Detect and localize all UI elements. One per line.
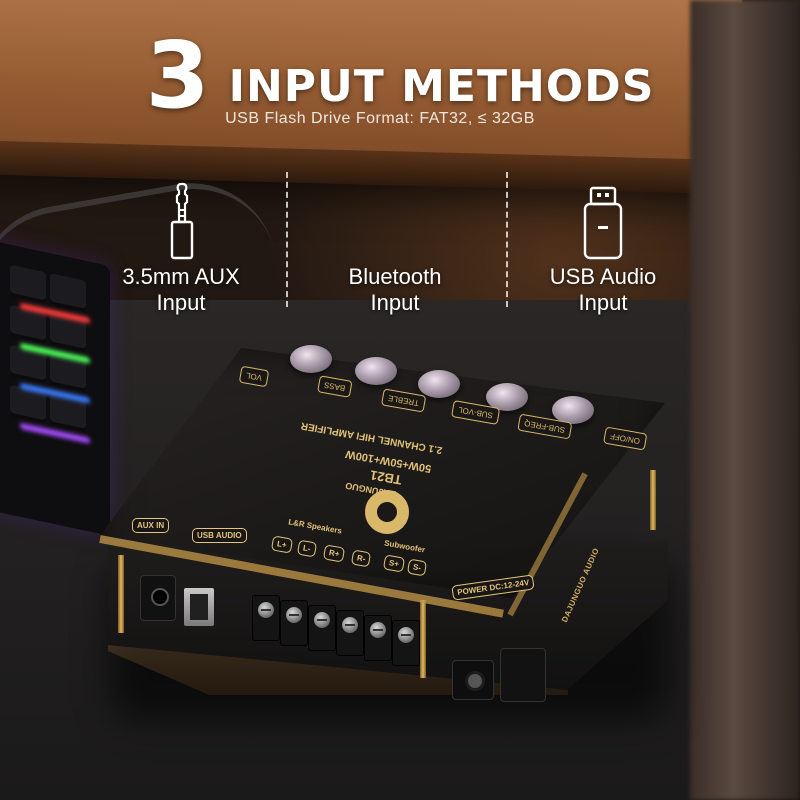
headline-text: INPUT METHODS	[228, 61, 655, 112]
brass-standoff	[420, 600, 426, 678]
headline-number: 3	[145, 22, 211, 129]
brass-standoff	[118, 555, 124, 633]
method-bluetooth-label-line1: Bluetooth	[348, 264, 442, 289]
method-bluetooth-label: Bluetooth Input	[290, 264, 500, 316]
power-label-text: POWER	[456, 583, 488, 598]
terminal-label-r-minus: R-	[350, 549, 372, 568]
speaker-terminal[interactable]	[280, 600, 308, 646]
subwoofer-terminal[interactable]	[364, 615, 392, 661]
bass-knob[interactable]	[355, 357, 397, 385]
dc-power-terminal[interactable]	[500, 648, 546, 702]
dashed-divider	[286, 172, 288, 307]
terminal-label-l-minus: L-	[296, 539, 317, 558]
method-bluetooth: Bluetooth Input	[290, 172, 500, 316]
treble-knob[interactable]	[418, 370, 460, 398]
volume-knob[interactable]	[290, 345, 332, 373]
speaker-terminal[interactable]	[336, 610, 364, 656]
method-usb-label-line2: Input	[578, 290, 628, 315]
aux-jack[interactable]	[140, 575, 176, 621]
dc-power-jack[interactable]	[452, 660, 494, 700]
method-usb-label-line1: USB Audio	[549, 264, 657, 289]
method-usb-label: USB Audio Input	[498, 264, 708, 316]
speaker-terminal[interactable]	[308, 605, 336, 651]
brass-standoff	[650, 470, 656, 530]
icon-spacer	[290, 172, 500, 262]
aux-in-label: AUX IN	[132, 518, 170, 533]
key	[10, 264, 46, 305]
method-aux-label-line2: Input	[156, 290, 206, 315]
monitor-stand-blur	[690, 0, 800, 800]
usb-audio-label: USB AUDIO	[192, 528, 247, 543]
usb-port[interactable]	[184, 588, 214, 626]
terminal-label-l-plus: L+	[270, 535, 293, 554]
aux-jack-icon	[76, 172, 286, 262]
method-usb: USB Audio Input	[498, 172, 708, 316]
sub-frequency-knob[interactable]	[552, 396, 594, 424]
dashed-divider	[506, 172, 508, 307]
method-aux-label-line1: 3.5mm AUX	[122, 264, 240, 289]
usb-format-note: USB Flash Drive Format: FAT32, ≤ 32GB	[225, 110, 535, 127]
method-aux-label: 3.5mm AUX Input	[76, 264, 286, 316]
power-spec-text: DC:12-24V	[488, 577, 530, 593]
subwoofer-terminal[interactable]	[392, 620, 420, 666]
headline: 3 INPUT METHODS	[0, 22, 800, 129]
usb-drive-icon	[498, 172, 708, 262]
speaker-terminal[interactable]	[252, 595, 280, 641]
terminal-label-s-minus: S-	[406, 558, 428, 577]
terminal-label-s-plus: S+	[382, 554, 406, 573]
method-aux: 3.5mm AUX Input	[76, 172, 286, 316]
method-bluetooth-label-line2: Input	[370, 290, 420, 315]
